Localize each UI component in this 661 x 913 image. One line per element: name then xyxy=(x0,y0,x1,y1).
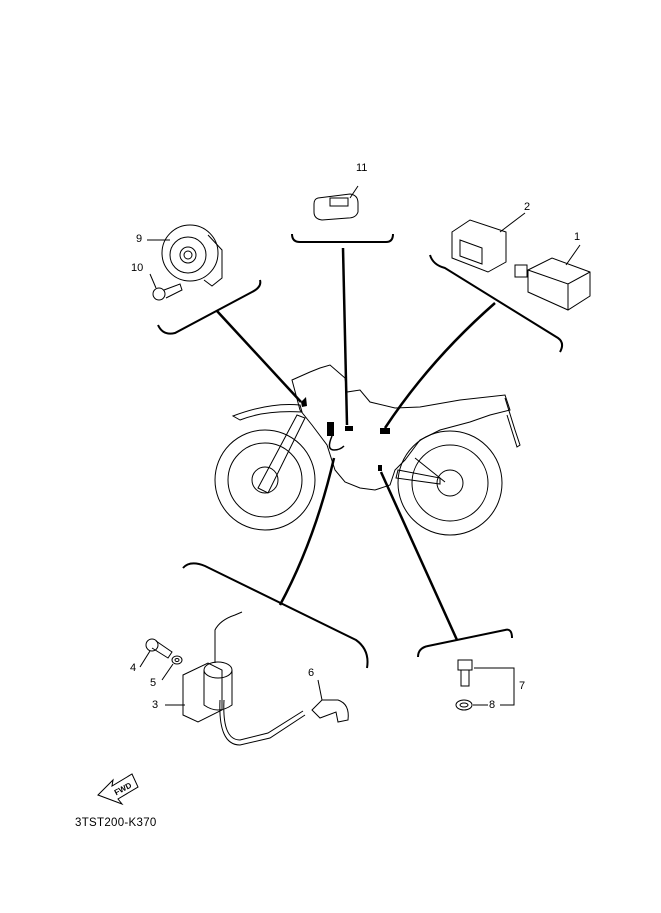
part-2-coupler xyxy=(451,212,526,273)
location-markers xyxy=(301,397,390,471)
group-brackets xyxy=(157,233,564,669)
callout-7: 7 xyxy=(519,680,526,692)
callout-1: 1 xyxy=(574,231,581,243)
callout-11: 11 xyxy=(356,162,368,174)
leader-lines xyxy=(216,247,496,641)
part-8-gasket xyxy=(455,699,488,711)
part-7-switch xyxy=(457,659,515,706)
part-4-bolt xyxy=(139,638,173,668)
callout-4: 4 xyxy=(130,662,137,674)
part-10-bolt xyxy=(149,273,183,301)
motorcycle-outline xyxy=(214,364,521,536)
part-3-ignition-coil xyxy=(165,611,306,746)
callout-6: 6 xyxy=(308,667,315,679)
callout-8: 8 xyxy=(489,699,496,711)
part-6-plug-cap xyxy=(311,679,349,723)
fwd-arrow-icon: FWD xyxy=(97,773,139,806)
drawing-code: 3TST200-K370 xyxy=(75,817,157,829)
part-9-horn xyxy=(147,224,223,287)
part-11-relay xyxy=(313,185,359,221)
callout-9: 9 xyxy=(136,233,143,245)
callout-5: 5 xyxy=(150,677,157,689)
part-1-unit xyxy=(514,244,591,311)
part-5-washer xyxy=(161,655,183,681)
callout-2: 2 xyxy=(524,201,531,213)
callout-10: 10 xyxy=(131,262,144,274)
callout-3: 3 xyxy=(152,699,159,711)
